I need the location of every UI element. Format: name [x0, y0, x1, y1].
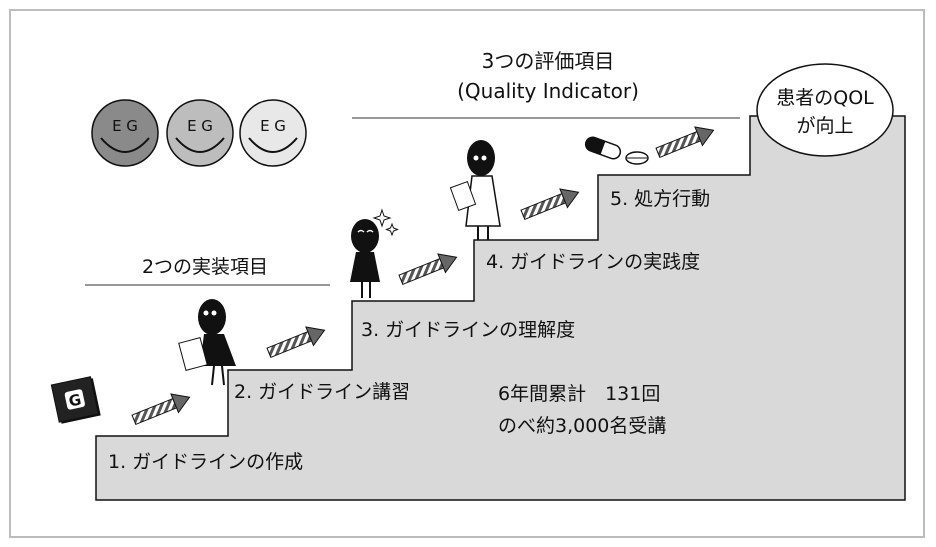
progress-arrow-1: [131, 393, 191, 426]
goal-ellipse: 患者のQOL が向上: [756, 63, 894, 157]
step-label-2: 2. ガイドライン講習: [234, 381, 410, 403]
goal-line-1: 患者のQOL: [776, 87, 874, 109]
capsule-icon: [584, 136, 622, 160]
eg-face-icon-2: E G: [166, 99, 234, 167]
book-letter: G: [67, 390, 83, 410]
sparkle-icon: [372, 208, 392, 228]
step-label-5: 5. 処方行動: [610, 188, 710, 210]
guideline-book-icon: G: [50, 376, 101, 424]
person-understanding-icon: [350, 208, 399, 298]
eg-face-icon-1: E G: [91, 99, 159, 167]
implementation-title: 2つの実装項目: [142, 256, 268, 278]
progress-arrow-3: [398, 253, 458, 286]
step-label-3: 3. ガイドラインの理解度: [361, 319, 575, 341]
evaluation-subtitle: (Quality Indicator): [457, 79, 639, 103]
stats-line-2: のべ約3,000名受講: [498, 415, 666, 437]
step-label-4: 4. ガイドラインの実践度: [486, 251, 700, 273]
progress-arrow-2: [266, 326, 326, 359]
progress-arrow-4: [520, 188, 580, 221]
goal-line-2: が向上: [796, 115, 853, 137]
svg-text:E G: E G: [260, 117, 286, 135]
stats-line-1: 6年間累計 131回: [498, 383, 660, 405]
step-label-1: 1. ガイドラインの作成: [108, 451, 303, 473]
doctor-icon: [449, 140, 501, 240]
evaluation-title: 3つの評価項目: [482, 49, 615, 73]
svg-text:E G: E G: [187, 117, 213, 135]
svg-text:E G: E G: [112, 117, 138, 135]
eg-face-icon-3: E G: [239, 99, 307, 167]
person-reading-icon: [178, 299, 236, 386]
progress-arrow-5: [655, 126, 715, 159]
tablet-icon: [625, 151, 649, 165]
